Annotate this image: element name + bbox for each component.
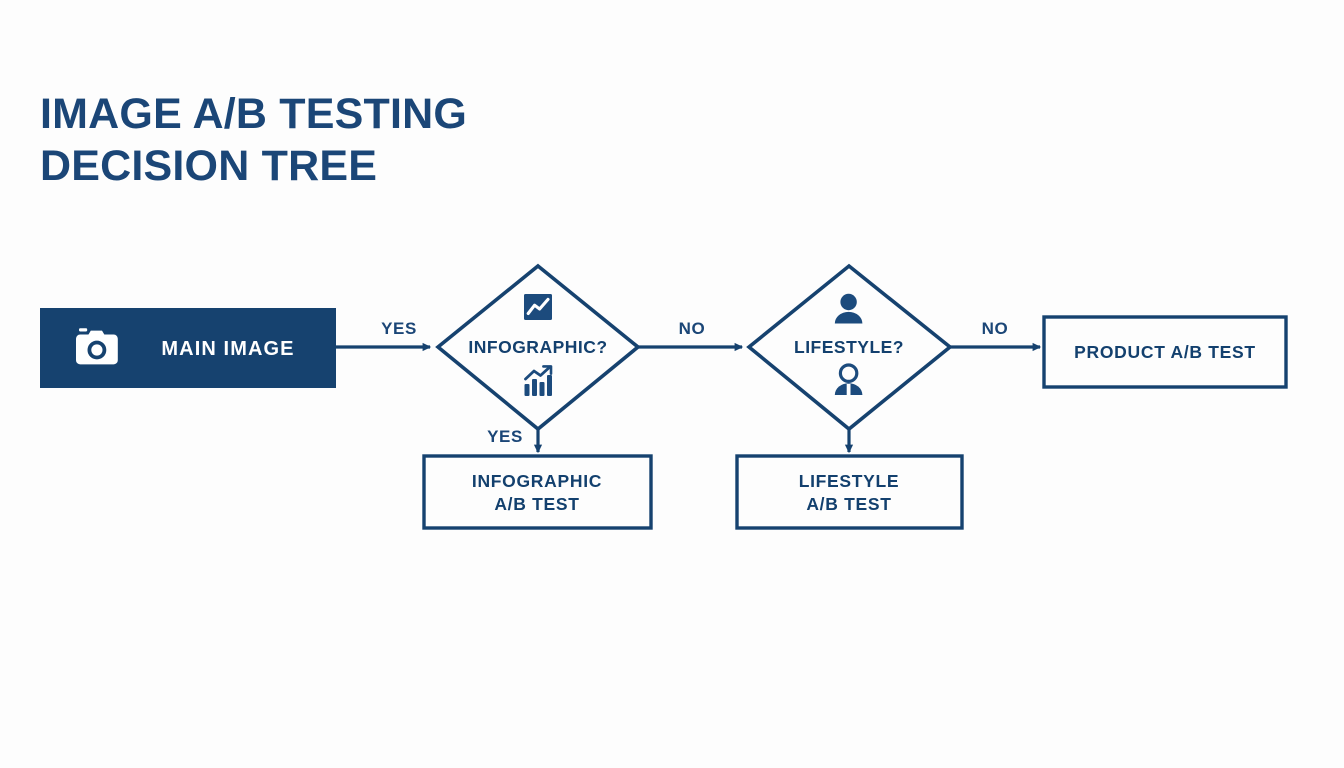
person-tie-icon xyxy=(834,363,863,395)
node-infographic-test-label-line-1: INFOGRAPHIC xyxy=(472,471,602,491)
camera-icon xyxy=(76,328,118,365)
edge-label-infographic-to-test: YES xyxy=(487,427,523,446)
node-main-image[interactable]: MAIN IMAGE xyxy=(40,308,336,388)
node-infographic-question[interactable]: INFOGRAPHIC? xyxy=(435,263,641,432)
page-title-line-1: IMAGE A/B TESTING xyxy=(40,90,468,138)
node-infographic-test-label-line-2: A/B TEST xyxy=(494,494,579,514)
page-title: IMAGE A/B TESTING DECISION TREE xyxy=(40,88,660,192)
page-title-line-2: DECISION TREE xyxy=(40,142,378,190)
person-icon xyxy=(834,293,863,324)
node-lifestyle-question-label: LIFESTYLE? xyxy=(794,337,904,357)
node-product-test[interactable]: PRODUCT A/B TEST xyxy=(1042,315,1288,389)
node-lifestyle-test-label-line-1: LIFESTYLE xyxy=(799,471,900,491)
node-infographic-test[interactable]: INFOGRAPHIC A/B TEST xyxy=(422,454,653,530)
node-lifestyle-test-label-line-2: A/B TEST xyxy=(806,494,891,514)
node-infographic-question-label: INFOGRAPHIC? xyxy=(468,337,607,357)
edge-label-main-to-infographic: YES xyxy=(381,319,417,338)
edge-label-infographic-to-lifestyle: NO xyxy=(679,319,706,338)
node-lifestyle-test[interactable]: LIFESTYLE A/B TEST xyxy=(735,454,964,530)
bar-chart-growth-icon xyxy=(524,365,553,396)
node-product-test-label: PRODUCT A/B TEST xyxy=(1074,342,1256,362)
node-lifestyle-question[interactable]: LIFESTYLE? xyxy=(746,263,953,432)
node-main-image-label: MAIN IMAGE xyxy=(161,338,294,360)
edge-label-lifestyle-to-product: NO xyxy=(982,319,1009,338)
line-chart-icon xyxy=(524,294,552,320)
